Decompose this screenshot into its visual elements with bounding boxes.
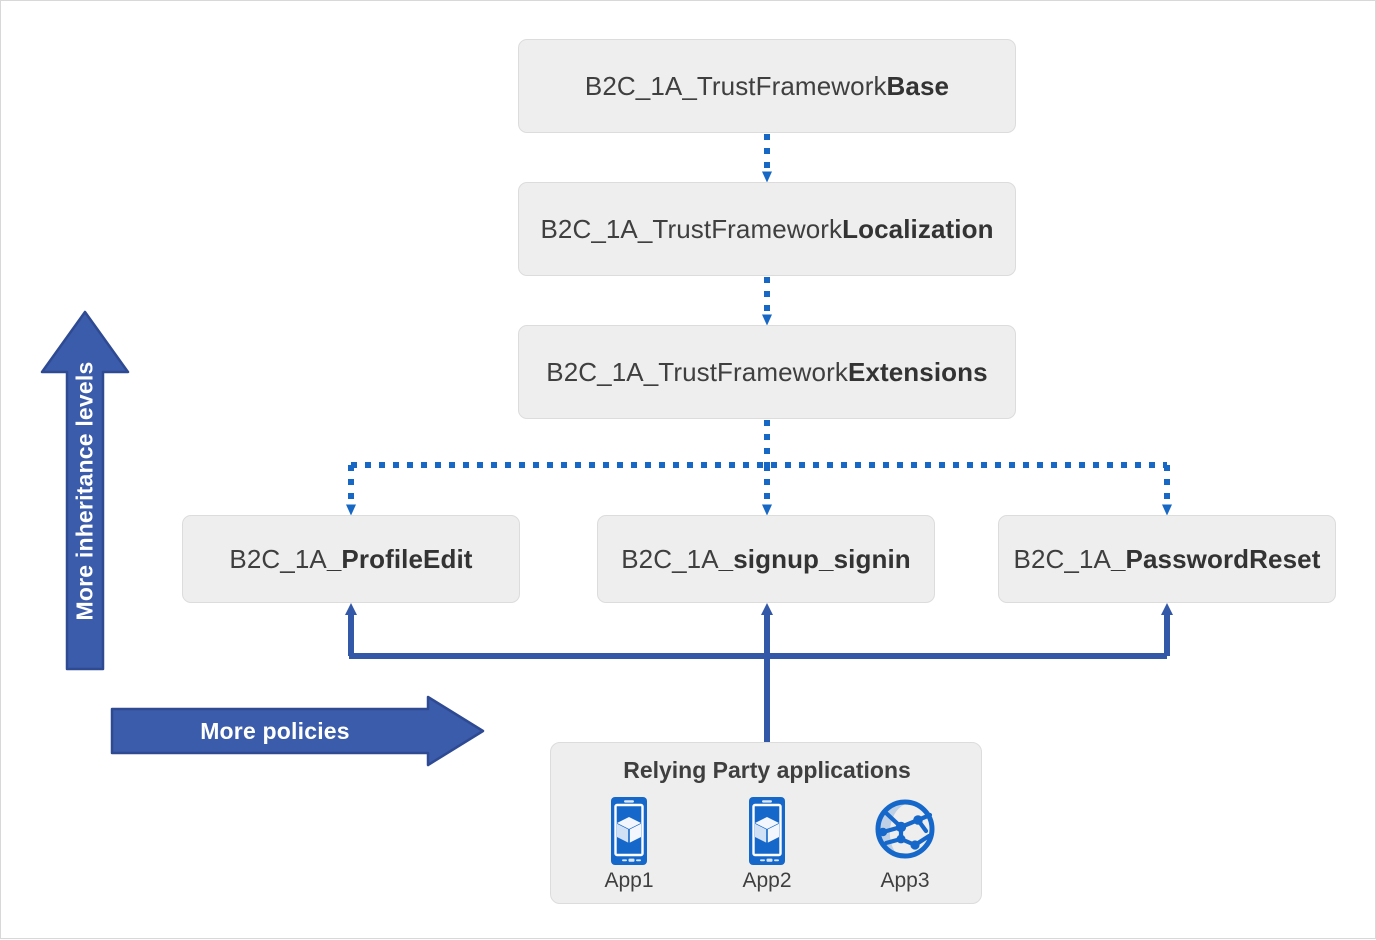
- relying-party-app-list: App1: [551, 795, 983, 893]
- app-caption: App3: [880, 869, 930, 892]
- mobile-app-icon: [599, 795, 659, 867]
- web-globe-network-icon: [875, 795, 935, 867]
- policy-box-signup-signin[interactable]: B2C_1A_signup_signin: [597, 515, 935, 603]
- app-caption: App1: [604, 869, 654, 892]
- more-policies-label: More policies: [200, 717, 350, 744]
- policy-box-passwordreset[interactable]: B2C_1A_PasswordReset: [998, 515, 1336, 603]
- policy-label-prefix: B2C_1A_TrustFramework: [584, 70, 887, 101]
- more-inheritance-levels-label: More inheritance levels: [71, 361, 98, 620]
- policy-label-suffix: _signup_signin: [718, 543, 911, 574]
- policy-label-prefix: B2C_1A_TrustFramework: [540, 213, 843, 244]
- list-item[interactable]: App2: [730, 795, 804, 893]
- policy-box-profileedit[interactable]: B2C_1A_ProfileEdit: [182, 515, 520, 603]
- policy-label-suffix: _ProfileEdit: [326, 543, 473, 574]
- more-policies-arrow: More policies: [110, 695, 485, 767]
- policy-label-prefix: B2C_1A: [229, 543, 327, 574]
- policy-label-suffix: Extensions: [847, 356, 988, 387]
- policy-label-suffix: Base: [886, 70, 950, 101]
- list-item[interactable]: App1: [592, 795, 666, 893]
- app-caption: App2: [742, 869, 792, 892]
- relying-party-applications-group[interactable]: Relying Party applications: [550, 742, 982, 904]
- relying-party-title: Relying Party applications: [623, 757, 911, 783]
- policy-label-suffix: Localization: [842, 213, 994, 244]
- policy-label-prefix: B2C_1A: [1013, 543, 1111, 574]
- policy-label-suffix: _PasswordReset: [1110, 543, 1321, 574]
- more-inheritance-levels-arrow: More inheritance levels: [40, 310, 130, 671]
- edge-extensions-trunk: [346, 420, 1172, 516]
- policy-label-prefix: B2C_1A_TrustFramework: [546, 356, 848, 387]
- policy-label-prefix: B2C_1A: [621, 543, 719, 574]
- list-item[interactable]: App3: [868, 795, 942, 893]
- mobile-app-icon: [737, 795, 797, 867]
